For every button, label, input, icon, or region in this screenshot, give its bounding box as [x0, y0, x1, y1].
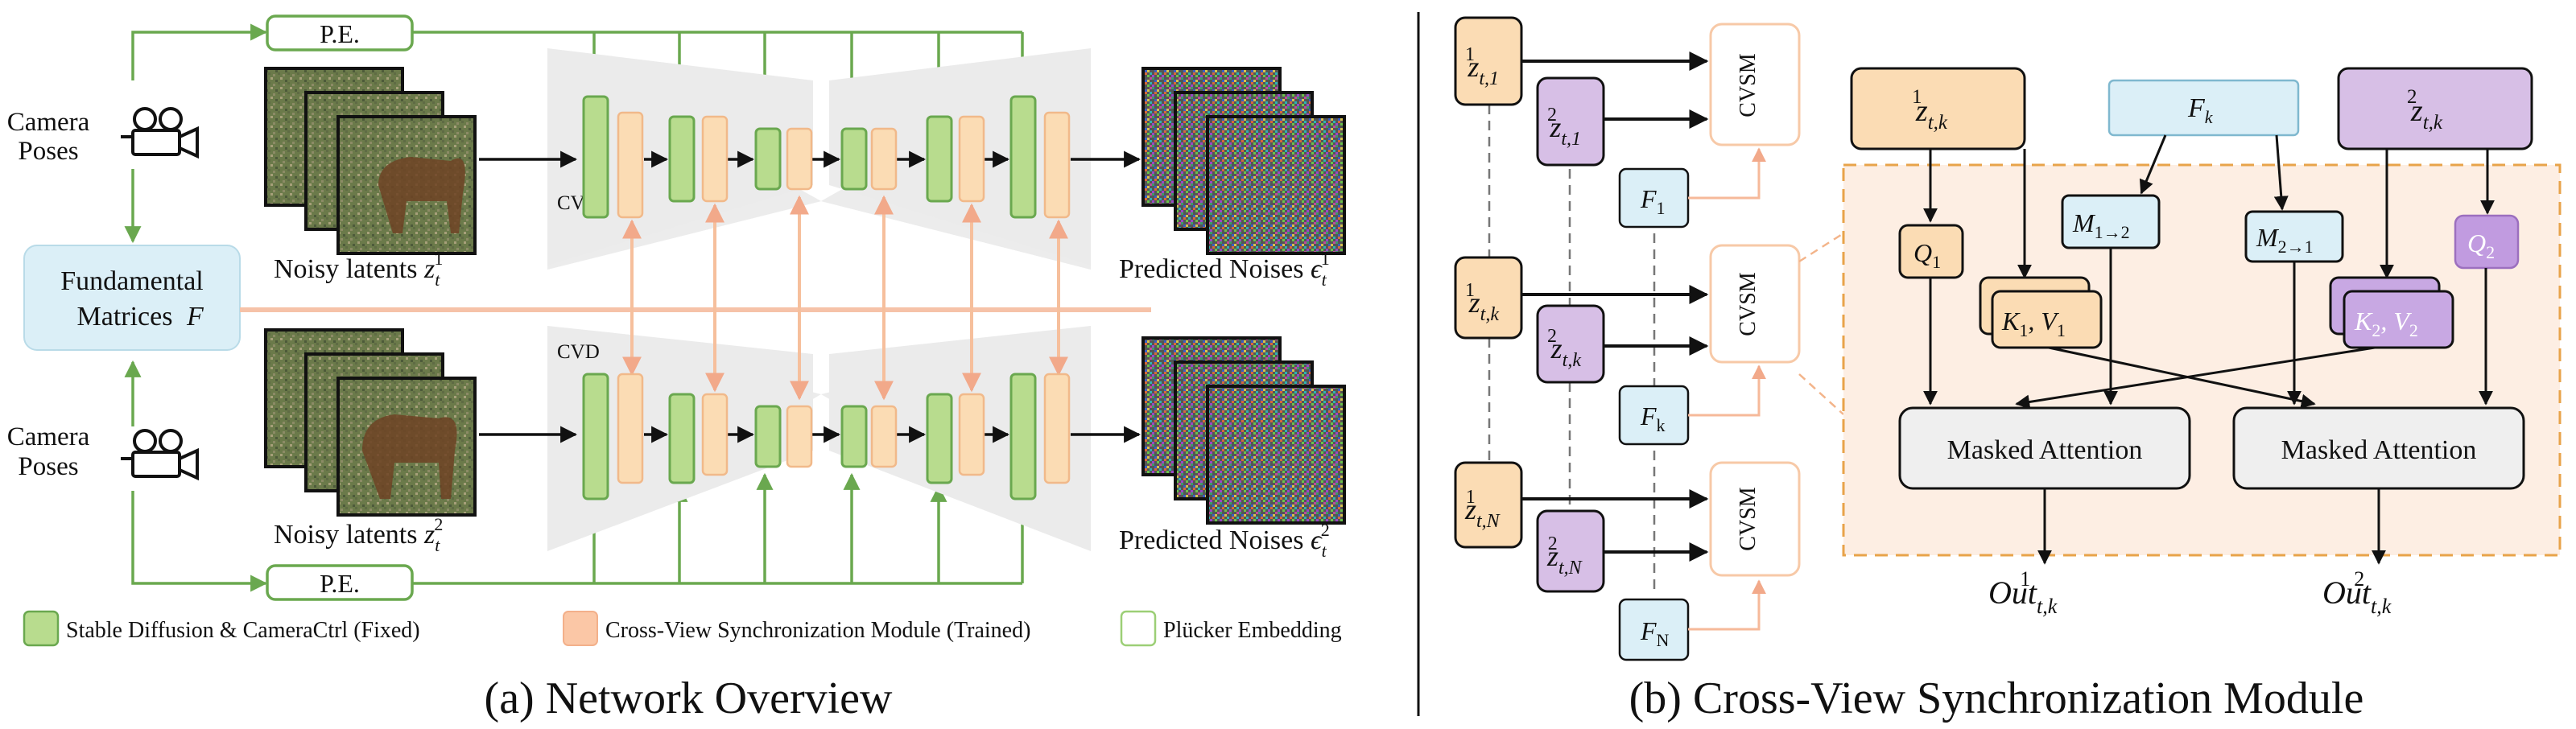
pe-box-top — [266, 14, 414, 51]
caption-b: (b) Cross-View Synchronization Module — [1629, 673, 2364, 723]
caption-a: (a) Network Overview — [485, 673, 893, 723]
z2-row1: zt,12 — [1547, 105, 1581, 150]
predicted-noises-top-label: Predicted Noises ϵt1 — [1119, 249, 1330, 290]
kv1-box — [1991, 290, 2103, 349]
q1-label: Q1 — [1913, 238, 1941, 272]
legend-label-green: Stable Diffusion & CameraCtrl (Fixed) — [66, 618, 420, 643]
legend-label-outline: Plücker Embedding — [1163, 618, 1342, 643]
q2-label: Q2 — [2467, 229, 2495, 262]
kv2-label: K2, V2 — [2354, 307, 2418, 340]
row-k: zt,k1 zt,k2 Fk CVSM — [1454, 244, 1801, 446]
top-z2-label: zt,k2 — [2407, 86, 2443, 134]
camera-poses-top-line1: Camera — [7, 108, 90, 137]
f-rown: FN — [1640, 616, 1670, 650]
masked-attention-right-label: Masked Attention — [2281, 435, 2477, 465]
predicted-noises-bottom-label: Predicted Noises ϵt2 — [1119, 520, 1330, 561]
f-row1: F1 — [1640, 184, 1666, 218]
noisy-latents-bottom-label: Noisy latents zt2 — [274, 514, 443, 555]
row-1: zt,11 zt,12 F1 CVSM — [1454, 16, 1801, 229]
z1-row1: zt,11 — [1465, 44, 1499, 89]
masked-attention-left-label: Masked Attention — [1947, 435, 2143, 465]
f-rowk: Fk — [1640, 402, 1666, 435]
cvsm-label-row1: CVSM — [1736, 53, 1761, 117]
fundamental-label-line1: Fundamental — [60, 266, 204, 296]
out2-label: Outt,k2 — [2322, 567, 2392, 618]
out1-label: Outt,k1 — [1988, 567, 2058, 618]
noisy-latents-top-label: Noisy latents zt1 — [274, 249, 443, 290]
camera-poses-bottom-line2: Poses — [18, 452, 78, 481]
fundamental-matrices-box — [23, 245, 241, 351]
pe-label-top: P.E. — [320, 19, 360, 48]
top-fk-label: Fk — [2187, 93, 2214, 127]
camera-poses-bottom-line1: Camera — [7, 422, 90, 451]
cvsm-label-rowk: CVSM — [1736, 272, 1761, 336]
dashed-connectors — [1488, 105, 1656, 595]
legend-swatch-orange — [563, 611, 598, 646]
z2-rowk: zt,k2 — [1547, 326, 1581, 371]
noisy-latents-bottom-stack — [264, 328, 477, 517]
legend: Stable Diffusion & CameraCtrl (Fixed) Cr… — [23, 610, 1342, 647]
fundamental-label-line2: Matrices — [77, 302, 173, 332]
unet-blocks-top — [582, 95, 1071, 219]
legend-swatch-green — [23, 610, 60, 647]
fundamental-symbol: F — [186, 302, 204, 332]
noisy-latents-top-stack — [264, 67, 477, 255]
z1-rowk: zt,k1 — [1465, 280, 1499, 325]
top-z1-box — [1850, 67, 2026, 150]
pe-box-bottom — [266, 564, 414, 601]
m12-label: M1→2 — [2072, 208, 2130, 242]
top-z2-box — [2337, 67, 2533, 150]
cvsm-label-rown: CVSM — [1736, 487, 1761, 550]
top-z1-label: zt,k1 — [1912, 86, 1948, 134]
pe-label-bottom: P.E. — [320, 569, 360, 598]
camera-icon-top — [121, 107, 199, 159]
panel-a: Camera Poses Camera Poses — [7, 14, 1346, 723]
camera-poses-top-line2: Poses — [18, 137, 78, 166]
green-connectors — [124, 23, 1031, 592]
panel-b: zt,11 zt,12 F1 CVSM zt,k1 zt,k2 Fk CVSM — [1454, 16, 2562, 723]
m21-label: M2→1 — [2256, 223, 2314, 257]
camera-icon-bottom — [121, 429, 199, 481]
legend-label-orange: Cross-View Synchronization Module (Train… — [605, 618, 1030, 643]
cvsm-detail-box — [1842, 163, 2562, 557]
cvd-label-bottom: CVD — [557, 341, 600, 363]
predicted-noises-top-stack — [1141, 67, 1346, 255]
z1-rown: zt,N1 — [1464, 487, 1501, 532]
top-fk-box — [2107, 79, 2300, 137]
predicted-noises-bottom-stack — [1141, 336, 1346, 525]
legend-swatch-outline — [1120, 610, 1157, 647]
kv2-box — [2343, 290, 2454, 349]
z2-rown: zt,N2 — [1546, 533, 1583, 579]
cross-view-links — [622, 195, 1068, 401]
row-n: zt,N1 zt,N2 FN CVSM — [1454, 461, 1801, 661]
kv1-label: K1, V1 — [2001, 307, 2066, 340]
unet-blocks-bottom — [582, 373, 1071, 500]
